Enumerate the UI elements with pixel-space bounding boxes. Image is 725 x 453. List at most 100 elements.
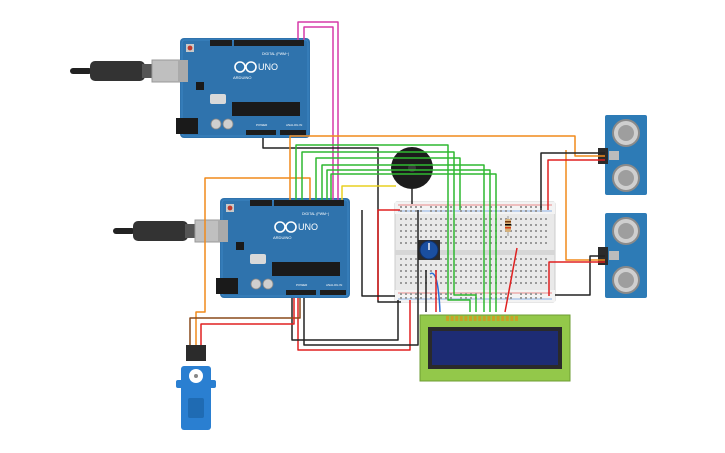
breadboard-hole[interactable] — [535, 282, 537, 284]
wire-black[interactable] — [303, 210, 419, 346]
lcd-pin[interactable] — [492, 316, 495, 321]
breadboard-hole[interactable] — [415, 224, 417, 226]
breadboard-hole[interactable] — [410, 276, 412, 278]
breadboard-hole[interactable] — [520, 206, 522, 208]
wire-black[interactable] — [361, 210, 395, 297]
breadboard-hole[interactable] — [545, 258, 547, 260]
breadboard-hole[interactable] — [410, 206, 412, 208]
breadboard-hole[interactable] — [415, 276, 417, 278]
wire-green[interactable] — [326, 169, 491, 312]
breadboard-hole[interactable] — [470, 297, 472, 299]
breadboard-hole[interactable] — [460, 230, 462, 232]
breadboard-hole[interactable] — [505, 210, 507, 212]
lcd-pin[interactable] — [450, 316, 454, 321]
breadboard-hole[interactable] — [400, 282, 402, 284]
breadboard-hole[interactable] — [440, 270, 442, 272]
breadboard-hole[interactable] — [460, 242, 462, 244]
breadboard-hole[interactable] — [465, 270, 467, 272]
breadboard-hole[interactable] — [425, 218, 427, 220]
breadboard-hole[interactable] — [480, 282, 482, 284]
breadboard-hole[interactable] — [535, 258, 537, 260]
breadboard-hole[interactable] — [475, 242, 477, 244]
breadboard-hole[interactable] — [425, 224, 427, 226]
breadboard-hole[interactable] — [500, 242, 502, 244]
breadboard-hole[interactable] — [420, 293, 422, 295]
breadboard-hole[interactable] — [510, 242, 512, 244]
breadboard-hole[interactable] — [405, 258, 407, 260]
breadboard-hole[interactable] — [400, 230, 402, 232]
lcd-pin[interactable] — [446, 316, 449, 321]
breadboard-hole[interactable] — [540, 293, 542, 295]
breadboard-hole[interactable] — [455, 258, 457, 260]
breadboard-hole[interactable] — [520, 276, 522, 278]
breadboard-hole[interactable] — [515, 224, 517, 226]
breadboard-hole[interactable] — [490, 206, 492, 208]
breadboard-hole[interactable] — [520, 236, 522, 238]
wire-green[interactable] — [315, 157, 461, 210]
breadboard-hole[interactable] — [445, 236, 447, 238]
breadboard-hole[interactable] — [430, 224, 432, 226]
breadboard-hole[interactable] — [410, 218, 412, 220]
breadboard-hole[interactable] — [515, 264, 517, 266]
breadboard-hole[interactable] — [530, 264, 532, 266]
wire-orange[interactable] — [289, 135, 605, 200]
breadboard-hole[interactable] — [405, 230, 407, 232]
breadboard-hole[interactable] — [485, 258, 487, 260]
breadboard-hole[interactable] — [420, 276, 422, 278]
breadboard-hole[interactable] — [500, 264, 502, 266]
wire-magenta[interactable] — [297, 21, 339, 200]
breadboard-hole[interactable] — [525, 293, 527, 295]
breadboard-hole[interactable] — [435, 218, 437, 220]
breadboard-hole[interactable] — [500, 236, 502, 238]
wire-black[interactable] — [540, 152, 605, 210]
breadboard-hole[interactable] — [460, 236, 462, 238]
breadboard-hole[interactable] — [535, 297, 537, 299]
breadboard-hole[interactable] — [530, 210, 532, 212]
breadboard-hole[interactable] — [470, 264, 472, 266]
breadboard-hole[interactable] — [530, 282, 532, 284]
breadboard-hole[interactable] — [460, 270, 462, 272]
breadboard-hole[interactable] — [415, 282, 417, 284]
breadboard-hole[interactable] — [430, 218, 432, 220]
breadboard-hole[interactable] — [470, 276, 472, 278]
breadboard-hole[interactable] — [460, 264, 462, 266]
breadboard-hole[interactable] — [410, 236, 412, 238]
breadboard-hole[interactable] — [525, 258, 527, 260]
breadboard-hole[interactable] — [465, 276, 467, 278]
breadboard-hole[interactable] — [425, 236, 427, 238]
breadboard-hole[interactable] — [480, 297, 482, 299]
arduino-uno-top[interactable]: UNO ARDUINO DIGITAL (PWM~) POWER ANALOG … — [176, 38, 310, 138]
breadboard-hole[interactable] — [415, 206, 417, 208]
breadboard-hole[interactable] — [465, 264, 467, 266]
breadboard-hole[interactable] — [520, 270, 522, 272]
breadboard-hole[interactable] — [415, 242, 417, 244]
breadboard-hole[interactable] — [490, 236, 492, 238]
breadboard-hole[interactable] — [415, 297, 417, 299]
breadboard-hole[interactable] — [480, 293, 482, 295]
breadboard-hole[interactable] — [540, 210, 542, 212]
breadboard-hole[interactable] — [470, 258, 472, 260]
breadboard-hole[interactable] — [400, 218, 402, 220]
breadboard-hole[interactable] — [525, 218, 527, 220]
breadboard-hole[interactable] — [485, 270, 487, 272]
breadboard-hole[interactable] — [535, 206, 537, 208]
breadboard-hole[interactable] — [515, 282, 517, 284]
hc-sr04-bottom[interactable] — [598, 213, 647, 298]
lcd-pin[interactable] — [482, 316, 486, 321]
breadboard-hole[interactable] — [480, 218, 482, 220]
breadboard-hole[interactable] — [535, 293, 537, 295]
breadboard-hole[interactable] — [475, 293, 477, 295]
breadboard-hole[interactable] — [475, 230, 477, 232]
breadboard-hole[interactable] — [435, 264, 437, 266]
breadboard-hole[interactable] — [410, 264, 412, 266]
breadboard-hole[interactable] — [510, 206, 512, 208]
breadboard-hole[interactable] — [410, 297, 412, 299]
breadboard-hole[interactable] — [405, 218, 407, 220]
breadboard-hole[interactable] — [405, 264, 407, 266]
lcd-16x2[interactable] — [419, 314, 571, 382]
breadboard-hole[interactable] — [480, 224, 482, 226]
breadboard-hole[interactable] — [540, 270, 542, 272]
breadboard-hole[interactable] — [535, 218, 537, 220]
breadboard-hole[interactable] — [535, 230, 537, 232]
wire-brown[interactable] — [189, 298, 301, 345]
